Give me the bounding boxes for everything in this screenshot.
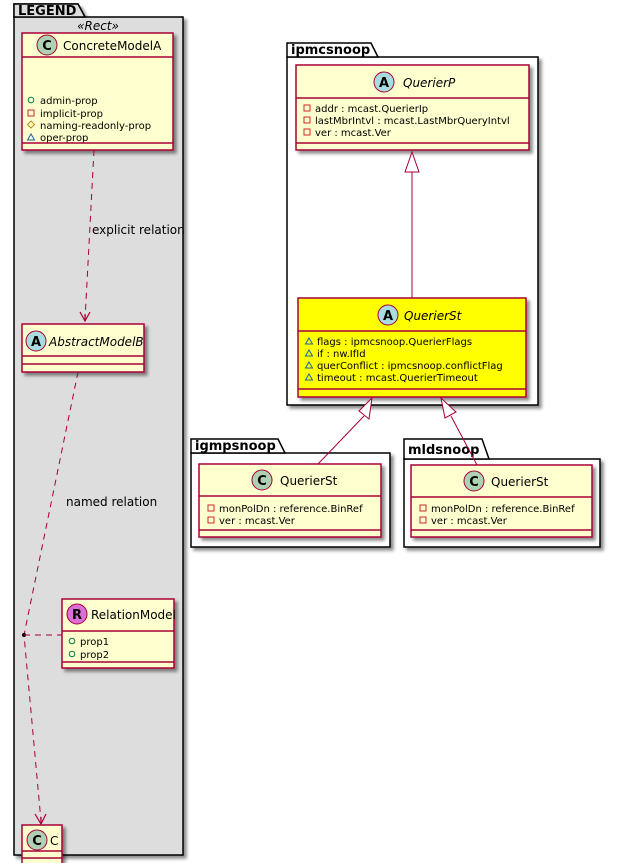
- attribute: prop1: [80, 637, 109, 648]
- public-circle-icon: [27, 96, 35, 104]
- class-name: ConcreteModelA: [63, 39, 162, 53]
- protected-diamond-icon: [26, 120, 36, 129]
- svg-text:C: C: [257, 474, 267, 489]
- legend-package-name: LEGEND: [18, 4, 77, 19]
- class-relation-model[interactable]: R RelationModel prop1 prop2: [61, 598, 176, 669]
- class-type-icon: [36, 34, 58, 56]
- attribute: flags : ipmcsnoop.QuerierFlags: [317, 337, 472, 348]
- attribute: timeout : mcast.QuerierTimeout: [317, 373, 478, 384]
- named-relation-arrow[interactable]: [22, 371, 79, 826]
- svg-text:A: A: [31, 335, 41, 350]
- attribute: addr : mcast.QuerierIp: [315, 104, 428, 115]
- private-square-icon: [303, 128, 311, 136]
- attribute: if : nw.IfId: [317, 349, 366, 360]
- private-square-icon: [303, 104, 311, 112]
- class-igmpsnoop-querier-st[interactable]: C QuerierSt monPolDn : reference.BinRef …: [198, 463, 382, 538]
- attribute: ver : mcast.Ver: [219, 516, 296, 527]
- generalization-arrow[interactable]: [404, 150, 420, 298]
- attribute: ver : mcast.Ver: [431, 516, 508, 527]
- attribute: lastMbrIntvl : mcast.LastMbrQueryIntvl: [315, 116, 510, 127]
- attribute: oper-prop: [40, 133, 88, 144]
- igmpsnoop-package-name: igmpsnoop: [195, 439, 276, 454]
- package-triangle-icon: [304, 337, 314, 345]
- class-name: QuerierP: [403, 76, 456, 90]
- class-abstract-model-b[interactable]: A AbstractModelB: [21, 323, 145, 373]
- private-square-icon: [27, 109, 35, 117]
- package-triangle-icon: [304, 373, 314, 381]
- class-name: QuerierSt: [491, 475, 549, 489]
- class-type-icon: [463, 470, 485, 492]
- legend-stereotype: «Rect»: [77, 19, 119, 33]
- private-square-icon: [419, 516, 427, 524]
- class-c[interactable]: C C: [21, 824, 63, 863]
- class-mldsnoop-querier-st[interactable]: C QuerierSt monPolDn : reference.BinRef …: [410, 464, 593, 538]
- attribute: prop2: [80, 650, 109, 661]
- package-triangle-icon: [304, 361, 314, 369]
- public-circle-icon: [68, 637, 76, 645]
- explicit-relation-label: explicit relation: [92, 223, 185, 237]
- class-type-icon: [26, 829, 48, 851]
- class-name: RelationModel: [91, 608, 176, 622]
- package-triangle-icon: [304, 349, 314, 357]
- attribute: ver : mcast.Ver: [315, 128, 392, 139]
- private-square-icon: [419, 504, 427, 512]
- class-querier-st-abstract[interactable]: A QuerierSt flags : ipmcsnoop.QuerierFla…: [297, 297, 527, 398]
- generalization-arrow-igmpsnoop[interactable]: [317, 396, 373, 465]
- private-square-icon: [207, 504, 215, 512]
- attribute: naming-readonly-prop: [40, 121, 151, 132]
- package-triangle-icon: [26, 133, 36, 141]
- private-square-icon: [207, 516, 215, 524]
- relation-type-icon: [66, 603, 88, 625]
- svg-text:C: C: [42, 39, 52, 54]
- class-name: AbstractModelB: [48, 335, 144, 349]
- legend-package: LEGEND «Rect»: [13, 3, 184, 856]
- attribute: implicit-prop: [40, 109, 103, 120]
- svg-text:C: C: [469, 475, 479, 490]
- attribute: monPolDn : reference.BinRef: [219, 504, 363, 515]
- svg-text:A: A: [383, 309, 393, 324]
- svg-text:A: A: [379, 76, 389, 91]
- attribute: monPolDn : reference.BinRef: [431, 504, 575, 515]
- mldsnoop-package-name: mldsnoop: [408, 443, 479, 458]
- svg-text:R: R: [72, 608, 82, 623]
- generalization-arrow-mldsnoop[interactable]: [440, 396, 478, 466]
- explicit-relation-arrow[interactable]: [79, 149, 95, 323]
- abstract-type-icon: [377, 304, 399, 326]
- svg-text:C: C: [32, 834, 42, 849]
- ipmcsnoop-package-name: ipmcsnoop: [291, 43, 370, 58]
- attribute: querConflict : ipmcsnoop.conflictFlag: [317, 361, 503, 372]
- private-square-icon: [303, 116, 311, 124]
- named-relation-label: named relation: [66, 495, 157, 509]
- class-querier-p[interactable]: A QuerierP addr : mcast.QuerierIp lastMb…: [295, 64, 530, 151]
- class-concrete-model-a[interactable]: C ConcreteModelA admin-prop implicit-pro…: [21, 32, 174, 151]
- abstract-type-icon: [373, 71, 395, 93]
- class-name: QuerierSt: [404, 309, 463, 323]
- legend-package-body: [13, 16, 184, 856]
- abstract-type-icon: [25, 330, 47, 352]
- class-type-icon: [251, 469, 273, 491]
- class-name: QuerierSt: [280, 474, 338, 488]
- attribute: admin-prop: [40, 96, 98, 107]
- class-name: C: [50, 834, 58, 848]
- public-circle-icon: [68, 650, 76, 658]
